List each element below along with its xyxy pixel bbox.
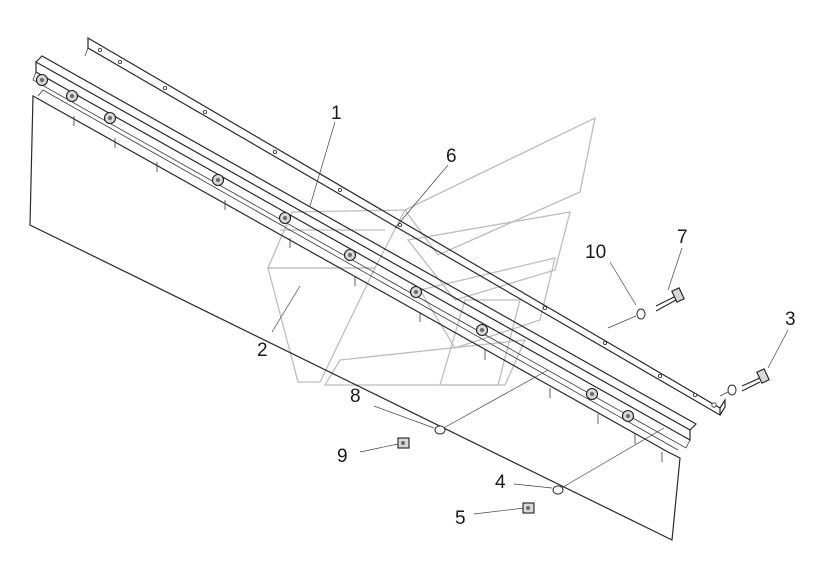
hardware-4-5 [522, 427, 665, 514]
nut-icon [585, 387, 599, 401]
nut-icon [397, 437, 410, 449]
angle-rail-top [84, 36, 726, 417]
callout-6: 6 [446, 146, 457, 167]
nut-icon [103, 111, 117, 125]
watermark-logo [267, 116, 596, 386]
mounting-strip-middle [32, 55, 697, 449]
callout-10: 10 [585, 242, 606, 263]
nut-icon [35, 73, 49, 87]
flap-slots [73, 116, 663, 462]
nut-icon [522, 502, 535, 514]
bolt-7-assembly [607, 287, 685, 329]
bolt-3-assembly [719, 368, 770, 397]
nut-icon [409, 285, 423, 299]
callout-leaders [271, 121, 789, 515]
callout-1: 1 [331, 103, 342, 124]
callout-labels: 1 2 3 4 5 6 7 8 9 10 [257, 103, 796, 529]
rubber-flap-panel [29, 89, 681, 541]
callout-9: 9 [337, 446, 348, 467]
strip-nuts [35, 73, 635, 423]
rail-holes [98, 48, 717, 408]
nut-icon [211, 173, 225, 187]
nut-icon [475, 323, 489, 337]
callout-3: 3 [785, 309, 796, 330]
callout-2: 2 [257, 340, 268, 361]
callout-5: 5 [455, 508, 466, 529]
nut-icon [621, 409, 635, 423]
callout-7: 7 [677, 227, 688, 248]
nut-icon [278, 211, 292, 225]
nut-icon [65, 89, 79, 103]
hardware-8-9 [397, 369, 549, 449]
nut-icon [343, 248, 357, 262]
callout-8: 8 [350, 386, 361, 407]
callout-4: 4 [495, 472, 506, 493]
